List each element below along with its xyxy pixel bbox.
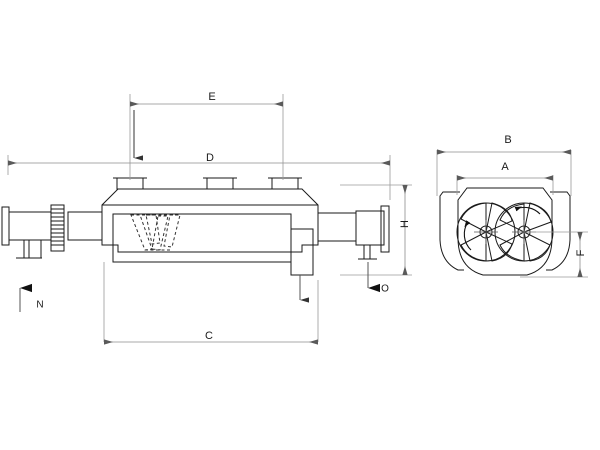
flow-marker-label-N: N (36, 300, 43, 311)
dimension-labels: E D C H B A F (205, 91, 587, 342)
dimension-A (456, 175, 554, 195)
left-rotation-arrow (463, 220, 472, 251)
flow-marker-N: N (19, 283, 44, 312)
dimension-label-C: C (205, 330, 213, 342)
right-end-flange (380, 205, 390, 253)
dimension-label-D: D (206, 152, 214, 164)
dimension-lines (7, 94, 588, 345)
dimension-F (520, 231, 588, 278)
dimension-label-F: F (575, 249, 587, 256)
dimension-label-H: H (399, 220, 411, 228)
dimension-E (129, 94, 284, 180)
gear-coupling (50, 204, 65, 252)
flow-markers: N O (19, 262, 389, 312)
dimension-H (340, 184, 412, 276)
right-paddle-blades (499, 202, 552, 262)
front-elevation-view (1, 177, 390, 276)
flow-marker-O: O (367, 262, 389, 295)
dimension-B (436, 149, 572, 196)
dimension-C (103, 262, 319, 345)
dimension-label-E: E (208, 91, 215, 103)
left-side-pocket (439, 191, 464, 271)
right-rotation-arrow (514, 206, 541, 215)
dimension-label-A: A (501, 161, 509, 173)
flow-marker-label-O: O (381, 284, 389, 295)
mixer-housing (101, 188, 319, 253)
paddle-assembly-dashed (130, 214, 181, 251)
motor-support-leg (16, 239, 42, 259)
left-paddle-blades (460, 202, 513, 262)
left-shaft-hub (474, 220, 498, 244)
discharge-gate (290, 228, 314, 276)
dimension-D (7, 155, 391, 200)
right-side-pocket (546, 191, 571, 271)
dimension-label-B: B (504, 134, 511, 146)
right-support-leg (358, 244, 377, 260)
cross-section-view (439, 187, 571, 276)
